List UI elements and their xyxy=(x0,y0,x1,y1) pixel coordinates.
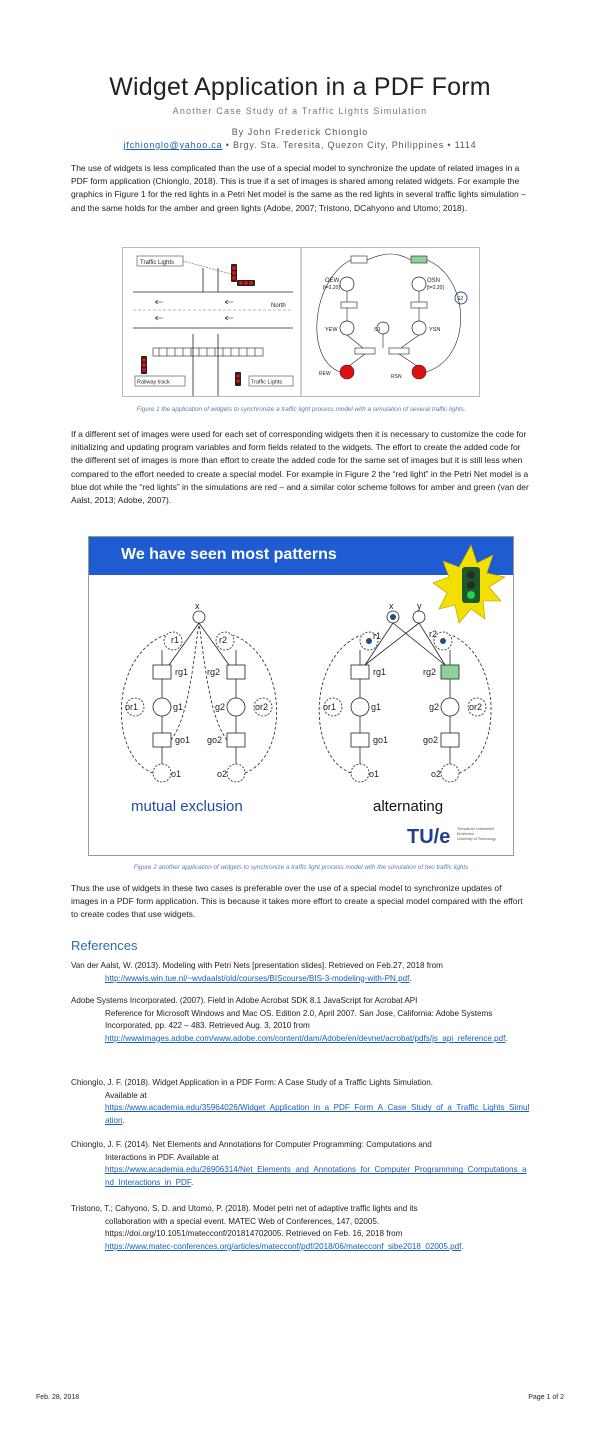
fig1-traffic-lights-bottom: Traffic Lights xyxy=(251,380,282,386)
me-o2: o2 xyxy=(217,769,227,779)
author-email-link[interactable]: jfchionglo@yahoo.ca xyxy=(123,140,223,150)
me-go1: go1 xyxy=(175,735,190,745)
tue-logo-sub2: Eindhoven xyxy=(457,832,474,836)
reference-2-text: Adobe Systems Incorporated. (2007). Fiel… xyxy=(71,996,418,1005)
reference-2: Adobe Systems Incorporated. (2007). Fiel… xyxy=(71,995,531,1045)
alt-r1: r1 xyxy=(373,631,381,641)
mutual-exclusion-label: mutual exclusion xyxy=(131,798,243,815)
alt-rg2: rg2 xyxy=(423,667,436,677)
fig1-north-label: North xyxy=(271,303,286,309)
paragraph-intro: The use of widgets is less complicated t… xyxy=(71,163,526,213)
reference-3-text: Chionglo, J. F. (2018). Widget Applicati… xyxy=(71,1078,433,1087)
figure-2: We have seen most patterns xyxy=(88,536,514,856)
figure-2-heading-band: We have seen most patterns xyxy=(89,537,513,575)
reference-3-link[interactable]: https://www.academia.edu/35964026/Widget… xyxy=(105,1103,530,1125)
author-address: • Brgy. Sta. Teresita, Quezon City, Phil… xyxy=(222,140,477,150)
reference-1-text: Van der Aalst, W. (2013). Modeling with … xyxy=(71,961,443,970)
reference-4-cont: Interactions in PDF. Available at xyxy=(105,1152,219,1162)
reference-1: Van der Aalst, W. (2013). Modeling with … xyxy=(71,960,531,985)
reference-4-tail: . xyxy=(190,1177,194,1187)
me-rg1: rg1 xyxy=(175,667,188,677)
alt-go2: go2 xyxy=(423,735,438,745)
alt-go1: go1 xyxy=(373,735,388,745)
alt-o1: o1 xyxy=(369,769,379,779)
paragraph-effort: If a different set of images were used f… xyxy=(71,429,529,506)
fig1-s1: S1 xyxy=(374,327,381,333)
fig1-oew-sub: [t=2,20] xyxy=(323,285,340,291)
me-r2: r2 xyxy=(219,635,227,645)
footer-page-number: Page 1 of 2 xyxy=(528,1394,564,1401)
reference-3-tail: . xyxy=(122,1115,125,1125)
alt-or2: or2 xyxy=(469,702,482,712)
reference-3-cont: Available at xyxy=(105,1090,147,1100)
reference-4-link[interactable]: https://www.academia.edu/26906314/Net_El… xyxy=(105,1165,527,1187)
alt-rg1: rg1 xyxy=(373,667,386,677)
alt-o2: o2 xyxy=(431,769,441,779)
footer-date: Feb. 28, 2018 xyxy=(36,1394,80,1401)
alternating-net xyxy=(318,610,492,783)
figure-1-graphic: Traffic Lights North xyxy=(133,248,468,396)
fig1-s2: S2 xyxy=(457,296,463,302)
me-g2: g2 xyxy=(215,702,225,712)
fig1-railway xyxy=(152,347,264,357)
fig1-yew: YEW xyxy=(325,327,338,333)
alt-y: y xyxy=(417,601,422,611)
mutual-exclusion-net xyxy=(120,610,278,783)
me-x: x xyxy=(195,601,200,611)
reference-4: Chionglo, J. F. (2014). Net Elements and… xyxy=(71,1139,531,1189)
reference-4-text: Chionglo, J. F. (2014). Net Elements and… xyxy=(71,1140,432,1149)
fig1-osn-sub: [t=2,20] xyxy=(427,285,444,291)
me-go2: go2 xyxy=(207,735,222,745)
alternating-label: alternating xyxy=(373,798,443,815)
reference-2-link[interactable]: http://wwwimages.adobe.com/www.adobe.com… xyxy=(105,1033,506,1043)
fig1-ysn: YSN xyxy=(429,327,440,333)
figure-1: Traffic Lights North xyxy=(122,247,480,397)
fig1-petri-net: OEW [t=2,20] OSN [t=2,20] YEW YSN S1 S2 … xyxy=(316,253,468,380)
figure-2-graphic: x r1 r2 rg1 rg2 or1 g1 g2 or2 go1 go2 o1… xyxy=(120,544,506,848)
tue-logo-sub3: University of Technology xyxy=(457,837,496,841)
figure-1-caption: Figure 1 the application of widgets to s… xyxy=(136,406,466,413)
document-subtitle: Another Case Study of a Traffic Lights S… xyxy=(172,106,428,116)
reference-1-tail: . xyxy=(409,973,412,983)
references-heading: References xyxy=(71,938,138,953)
reference-5-tail: . xyxy=(461,1241,464,1251)
me-r1: r1 xyxy=(171,635,179,645)
reference-2-cont: Reference for Microsoft Windows and Mac … xyxy=(105,1008,493,1031)
paragraph-conclusion: Thus the use of widgets in these two cas… xyxy=(71,883,523,920)
fig1-oew: OEW xyxy=(325,278,340,284)
fig1-traffic-lights-top: Traffic Lights xyxy=(140,260,174,266)
author-contact: jfchionglo@yahoo.ca • Brgy. Sta. Teresit… xyxy=(0,140,600,150)
tue-logo-sub1: Technische Universiteit xyxy=(457,827,494,831)
alt-x: x xyxy=(389,601,394,611)
reference-5-link[interactable]: https://www.matec-conferences.org/articl… xyxy=(105,1241,462,1251)
alt-g2: g2 xyxy=(429,702,439,712)
reference-5: Tristono, T.; Cahyono, S. D. and Utomo, … xyxy=(71,1203,531,1253)
reference-5-cont: collaboration with a special event. MATE… xyxy=(105,1216,403,1239)
alt-g1: g1 xyxy=(371,702,381,712)
figure-2-caption: Figure 2 another application of widgets … xyxy=(133,864,469,871)
traffic-light-burst-icon xyxy=(432,544,506,624)
reference-5-text: Tristono, T.; Cahyono, S. D. and Utomo, … xyxy=(71,1204,418,1213)
fig1-rew: REW xyxy=(319,371,331,377)
me-o1: o1 xyxy=(171,769,181,779)
me-rg2: rg2 xyxy=(207,667,220,677)
alt-or1: or1 xyxy=(323,702,336,712)
document-title: Widget Application in a PDF Form xyxy=(109,73,491,101)
reference-2-tail: . xyxy=(505,1033,508,1043)
alt-r2: r2 xyxy=(429,629,437,639)
me-or1: or1 xyxy=(125,702,138,712)
figure-2-heading: We have seen most patterns xyxy=(121,546,337,563)
fig1-rsn: RSN xyxy=(391,374,402,380)
fig1-osn: OSN xyxy=(427,278,440,284)
author-byline: By John Frederick Chionglo xyxy=(231,127,369,137)
fig1-railway-label: Railway track xyxy=(137,380,170,386)
tue-logo: TU/e xyxy=(407,826,450,848)
me-g1: g1 xyxy=(173,702,183,712)
reference-1-link[interactable]: http://wwwis.win.tue.nl/~wvdaalst/old/co… xyxy=(105,973,410,983)
reference-3: Chionglo, J. F. (2018). Widget Applicati… xyxy=(71,1077,531,1127)
me-or2: or2 xyxy=(255,702,268,712)
